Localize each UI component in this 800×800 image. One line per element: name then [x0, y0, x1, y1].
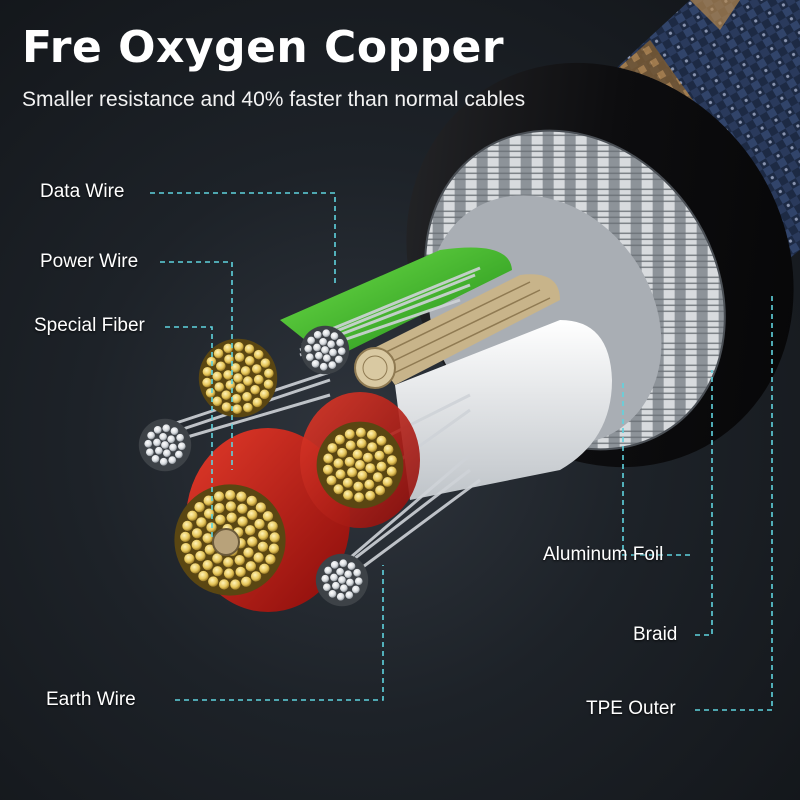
callout-tpe-outer: TPE Outer — [586, 698, 676, 719]
fiber-core — [212, 528, 240, 556]
silver-strand-end — [300, 325, 350, 375]
leader-special-fiber — [165, 326, 213, 540]
silver-strand-end — [138, 418, 192, 472]
leader-lines — [150, 192, 773, 711]
leader-data-wire — [150, 192, 336, 285]
copper-strand-end — [198, 338, 278, 418]
silver-strand-end — [315, 553, 369, 607]
copper-strand-end — [316, 421, 404, 509]
white-jacket — [395, 320, 612, 500]
callout-braid: Braid — [633, 624, 678, 645]
leader-braid — [695, 370, 713, 636]
callout-data-wire: Data Wire — [40, 181, 125, 202]
leader-aluminum-foil — [622, 380, 690, 556]
headline-subtitle: Smaller resistance and 40% faster than n… — [22, 88, 526, 111]
leader-tpe-outer — [695, 295, 773, 711]
leader-earth-wire — [175, 565, 384, 701]
callout-earth-wire: Earth Wire — [46, 689, 136, 710]
fiber-end — [354, 347, 396, 389]
callout-aluminum-foil: Aluminum Foil — [543, 544, 664, 565]
headline-title: Fre Oxygen Copper — [22, 22, 505, 73]
special-fiber-bundle — [370, 274, 560, 385]
callout-power-wire: Power Wire — [40, 251, 139, 272]
leader-power-wire — [160, 261, 233, 470]
callout-special-fiber: Special Fiber — [34, 315, 145, 336]
